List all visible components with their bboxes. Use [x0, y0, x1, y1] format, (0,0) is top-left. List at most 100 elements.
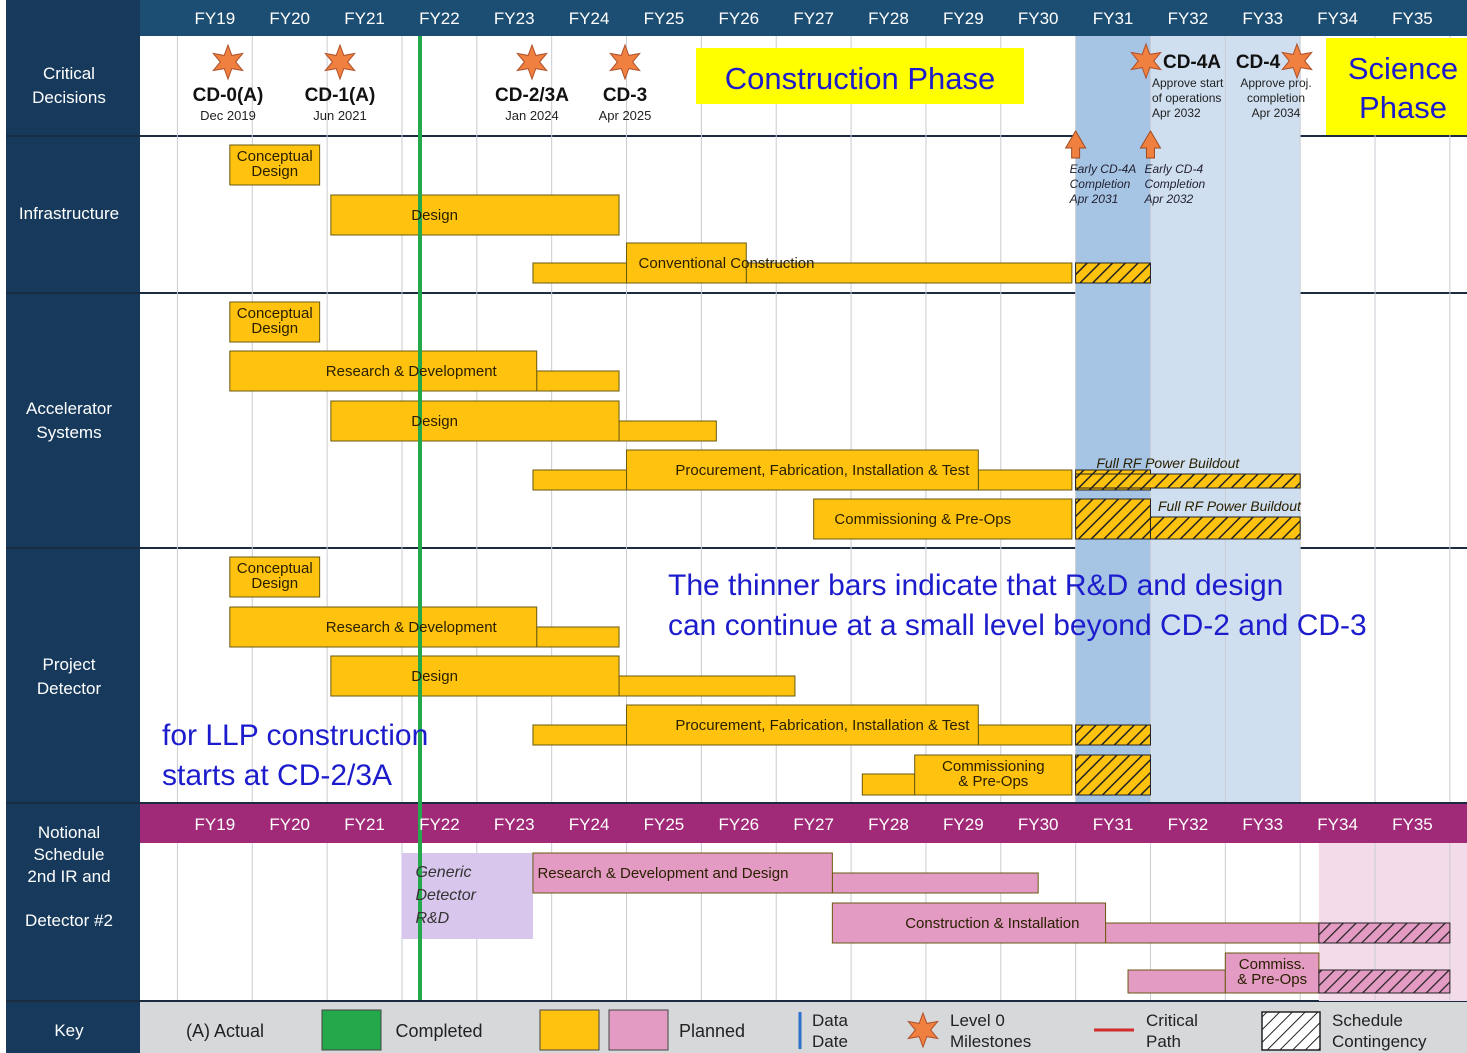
task-label: Full RF Power Buildout — [1158, 498, 1302, 514]
milestone-star — [609, 43, 641, 81]
milestone-label: CD-3 — [603, 85, 647, 106]
task-bar-thin — [536, 370, 620, 392]
fy-label: FY29 — [943, 9, 984, 28]
fy-label: FY31 — [1093, 9, 1134, 28]
contingency-bar — [1075, 498, 1151, 540]
task-label: Construction & Installation — [905, 915, 1079, 932]
early-completion-label: Early CD-4 — [1144, 162, 1203, 176]
key-completed-swatch — [321, 1009, 382, 1051]
milestone-date: Jun 2021 — [313, 108, 367, 123]
task-label: Procurement, Fabrication, Installation &… — [675, 717, 970, 734]
task-label: Generic — [415, 864, 471, 881]
task-bar-thin — [977, 724, 1073, 746]
key-planned: Planned — [679, 1021, 745, 1041]
fy-label-notional: FY30 — [1018, 815, 1059, 834]
task-bar — [626, 449, 979, 491]
fy-label: FY26 — [718, 9, 759, 28]
milestone-label: CD-4A — [1163, 52, 1221, 73]
task-label: Design — [411, 413, 458, 430]
left-column — [6, 0, 140, 1053]
key-contingency: Contingency — [1332, 1032, 1427, 1051]
task-bar-thin — [861, 773, 916, 796]
key-planned-gold-swatch — [539, 1009, 600, 1051]
fy-label: FY20 — [269, 9, 310, 28]
early-completion-label: Completion — [1144, 177, 1205, 191]
row-label-detector: Detector — [37, 679, 102, 698]
contingency-bar — [1075, 473, 1301, 489]
fy-label: FY28 — [868, 9, 909, 28]
fy-label: FY33 — [1242, 9, 1283, 28]
task-bar-thin — [1127, 969, 1226, 994]
row-label-critical: Critical — [43, 64, 95, 83]
early-completion-label: Completion — [1070, 177, 1131, 191]
task-bar-thin — [532, 469, 628, 491]
fy-label-notional: FY20 — [269, 815, 310, 834]
cd4-note: completion — [1247, 91, 1305, 105]
contingency-bar — [1075, 754, 1151, 796]
contingency-bar — [1318, 922, 1451, 944]
task-label: R&D — [415, 910, 449, 927]
task-bar-thin — [1105, 922, 1320, 944]
milestone-star — [1130, 42, 1162, 80]
early-completion-arrow — [1064, 130, 1087, 159]
task-label: Design — [251, 320, 298, 337]
task-bar — [914, 754, 1073, 796]
task-label: Research & Development — [326, 363, 498, 380]
task-bar — [330, 400, 620, 442]
key-contingency-swatch — [1261, 1011, 1321, 1051]
fy-label-notional: FY28 — [868, 815, 909, 834]
key-milestone-star — [907, 1011, 939, 1049]
row-label-detector: Project — [43, 655, 96, 674]
task-bar — [229, 606, 538, 648]
fy-label: FY35 — [1392, 9, 1433, 28]
early-completion-label: Apr 2032 — [1143, 192, 1193, 206]
milestone-date: Apr 2025 — [599, 108, 652, 123]
row-label-notional: Detector #2 — [25, 911, 113, 930]
key-level0: Level 0 — [950, 1011, 1005, 1030]
cd4a-note: Approve start — [1152, 76, 1224, 90]
annotation-llp: starts at CD-2/3A — [162, 759, 392, 792]
milestone-label: CD-4 — [1236, 52, 1281, 73]
task-label: Design — [411, 668, 458, 685]
task-bar — [229, 301, 321, 343]
fy-label-notional: FY21 — [344, 815, 385, 834]
task-bar-thin — [977, 469, 1073, 491]
row-label-key: Key — [54, 1021, 84, 1040]
contingency-bar — [1149, 516, 1301, 540]
cd4-note: Approve proj. — [1240, 76, 1311, 90]
fy-label: FY23 — [494, 9, 535, 28]
science-phase-label: Phase — [1359, 90, 1447, 125]
milestone-label: CD-2/3A — [495, 85, 569, 106]
task-label: Commiss. — [1239, 956, 1306, 973]
cd4a-note: Apr 2032 — [1152, 106, 1201, 120]
row-label-notional: 2nd IR and — [27, 867, 110, 886]
row-label-critical: Decisions — [32, 88, 106, 107]
key-critical-path: Path — [1146, 1032, 1181, 1051]
fy-label: FY25 — [644, 9, 685, 28]
task-label: Commissioning & Pre-Ops — [834, 511, 1011, 528]
fy-header-top — [140, 0, 1467, 36]
task-label: Design — [411, 207, 458, 224]
milestone-date: Jan 2024 — [505, 108, 559, 123]
key-completed: Completed — [395, 1021, 482, 1041]
row-label-notional: Schedule — [34, 845, 105, 864]
fy-label-notional: FY19 — [195, 815, 236, 834]
generic-rd-bar — [401, 853, 533, 939]
task-bar — [229, 144, 321, 186]
fy-label-notional: FY22 — [419, 815, 460, 834]
task-bar — [330, 655, 620, 697]
task-bar — [330, 194, 620, 236]
milestone-label: CD-1(A) — [305, 85, 376, 106]
fy-label-notional: FY33 — [1242, 815, 1283, 834]
task-label: & Pre-Ops — [1237, 971, 1307, 988]
early-completion-arrow — [1139, 130, 1162, 159]
fy-label: FY34 — [1317, 9, 1358, 28]
fy-label-notional: FY29 — [943, 815, 984, 834]
fy-label: FY30 — [1018, 9, 1059, 28]
task-label: Commissioning — [942, 758, 1045, 775]
early-completion-band — [1075, 36, 1151, 802]
task-bar-thin — [536, 626, 620, 648]
contingency-bar — [1075, 724, 1151, 746]
fy-label: FY32 — [1168, 9, 1209, 28]
fy-label-notional: FY34 — [1317, 815, 1358, 834]
